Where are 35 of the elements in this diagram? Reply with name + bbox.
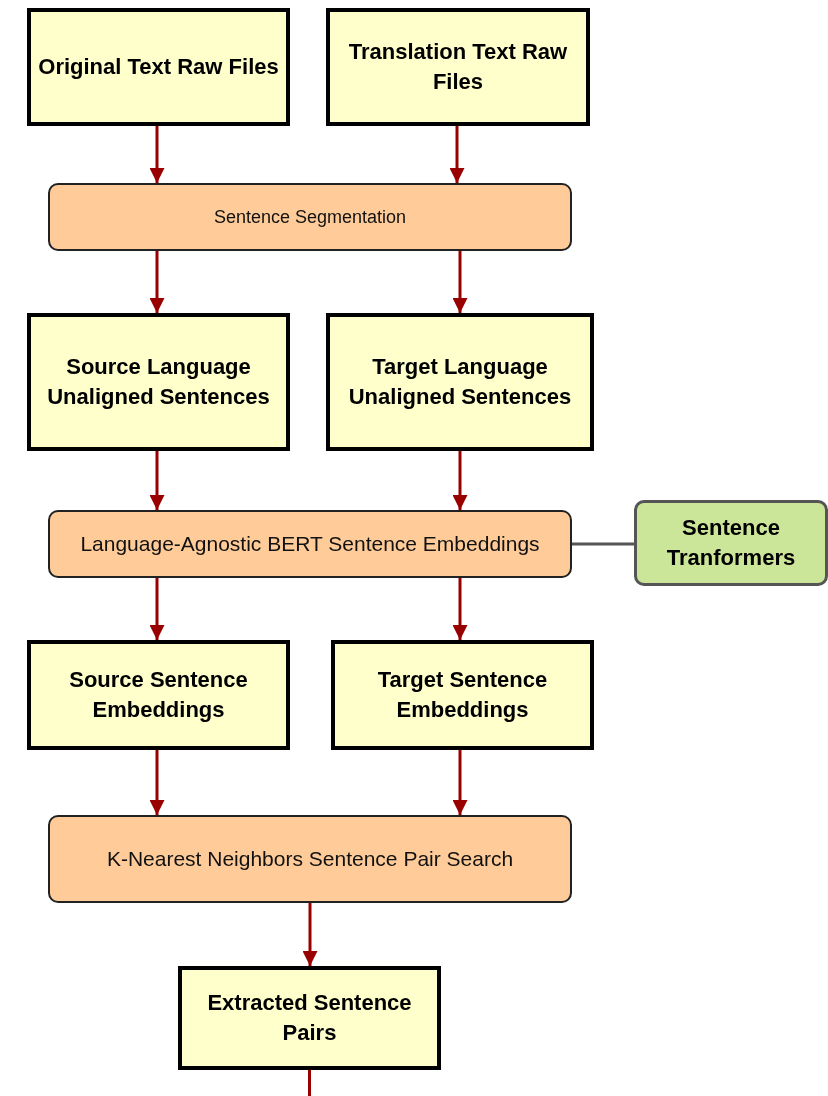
data-box: [326, 313, 594, 451]
arrow: [452, 451, 468, 510]
arrow: [149, 750, 165, 815]
data-box: [326, 8, 590, 126]
data-box: [27, 313, 290, 451]
arrow: [149, 578, 165, 640]
node-label: Source Language Unaligned Sentences: [46, 353, 271, 411]
node-label: Target Language Unaligned Sentences: [347, 353, 573, 411]
node-label: Target Sentence Embeddings: [376, 666, 549, 724]
node-label: Source Sentence Embeddings: [68, 666, 249, 724]
process-box: [48, 183, 572, 251]
node-label: Extracted Sentence Pairs: [206, 989, 413, 1047]
arrow: [452, 750, 468, 815]
node-label: K-Nearest Neighbors Sentence Pair Search: [105, 846, 515, 872]
arrow: [149, 451, 165, 510]
external-box: [634, 500, 828, 586]
node-label: Translation Text Raw Files: [347, 38, 569, 96]
data-box: [178, 966, 441, 1070]
process-box: [48, 510, 572, 578]
node-label: Language-Agnostic BERT Sentence Embeddings: [79, 531, 541, 557]
node-label: Sentence Segmentation: [212, 206, 408, 229]
arrow: [149, 126, 165, 183]
connector-line: [308, 1070, 311, 1096]
data-box: [331, 640, 594, 750]
arrow: [452, 578, 468, 640]
arrow: [302, 903, 318, 966]
data-box: [27, 640, 290, 750]
connector-line: [572, 542, 634, 546]
node-label: Sentence Tranformers: [665, 514, 797, 572]
arrow: [452, 251, 468, 313]
process-box: [48, 815, 572, 903]
data-box: [27, 8, 290, 126]
arrow: [449, 126, 465, 183]
node-label: Original Text Raw Files: [37, 53, 280, 81]
arrow: [149, 251, 165, 313]
